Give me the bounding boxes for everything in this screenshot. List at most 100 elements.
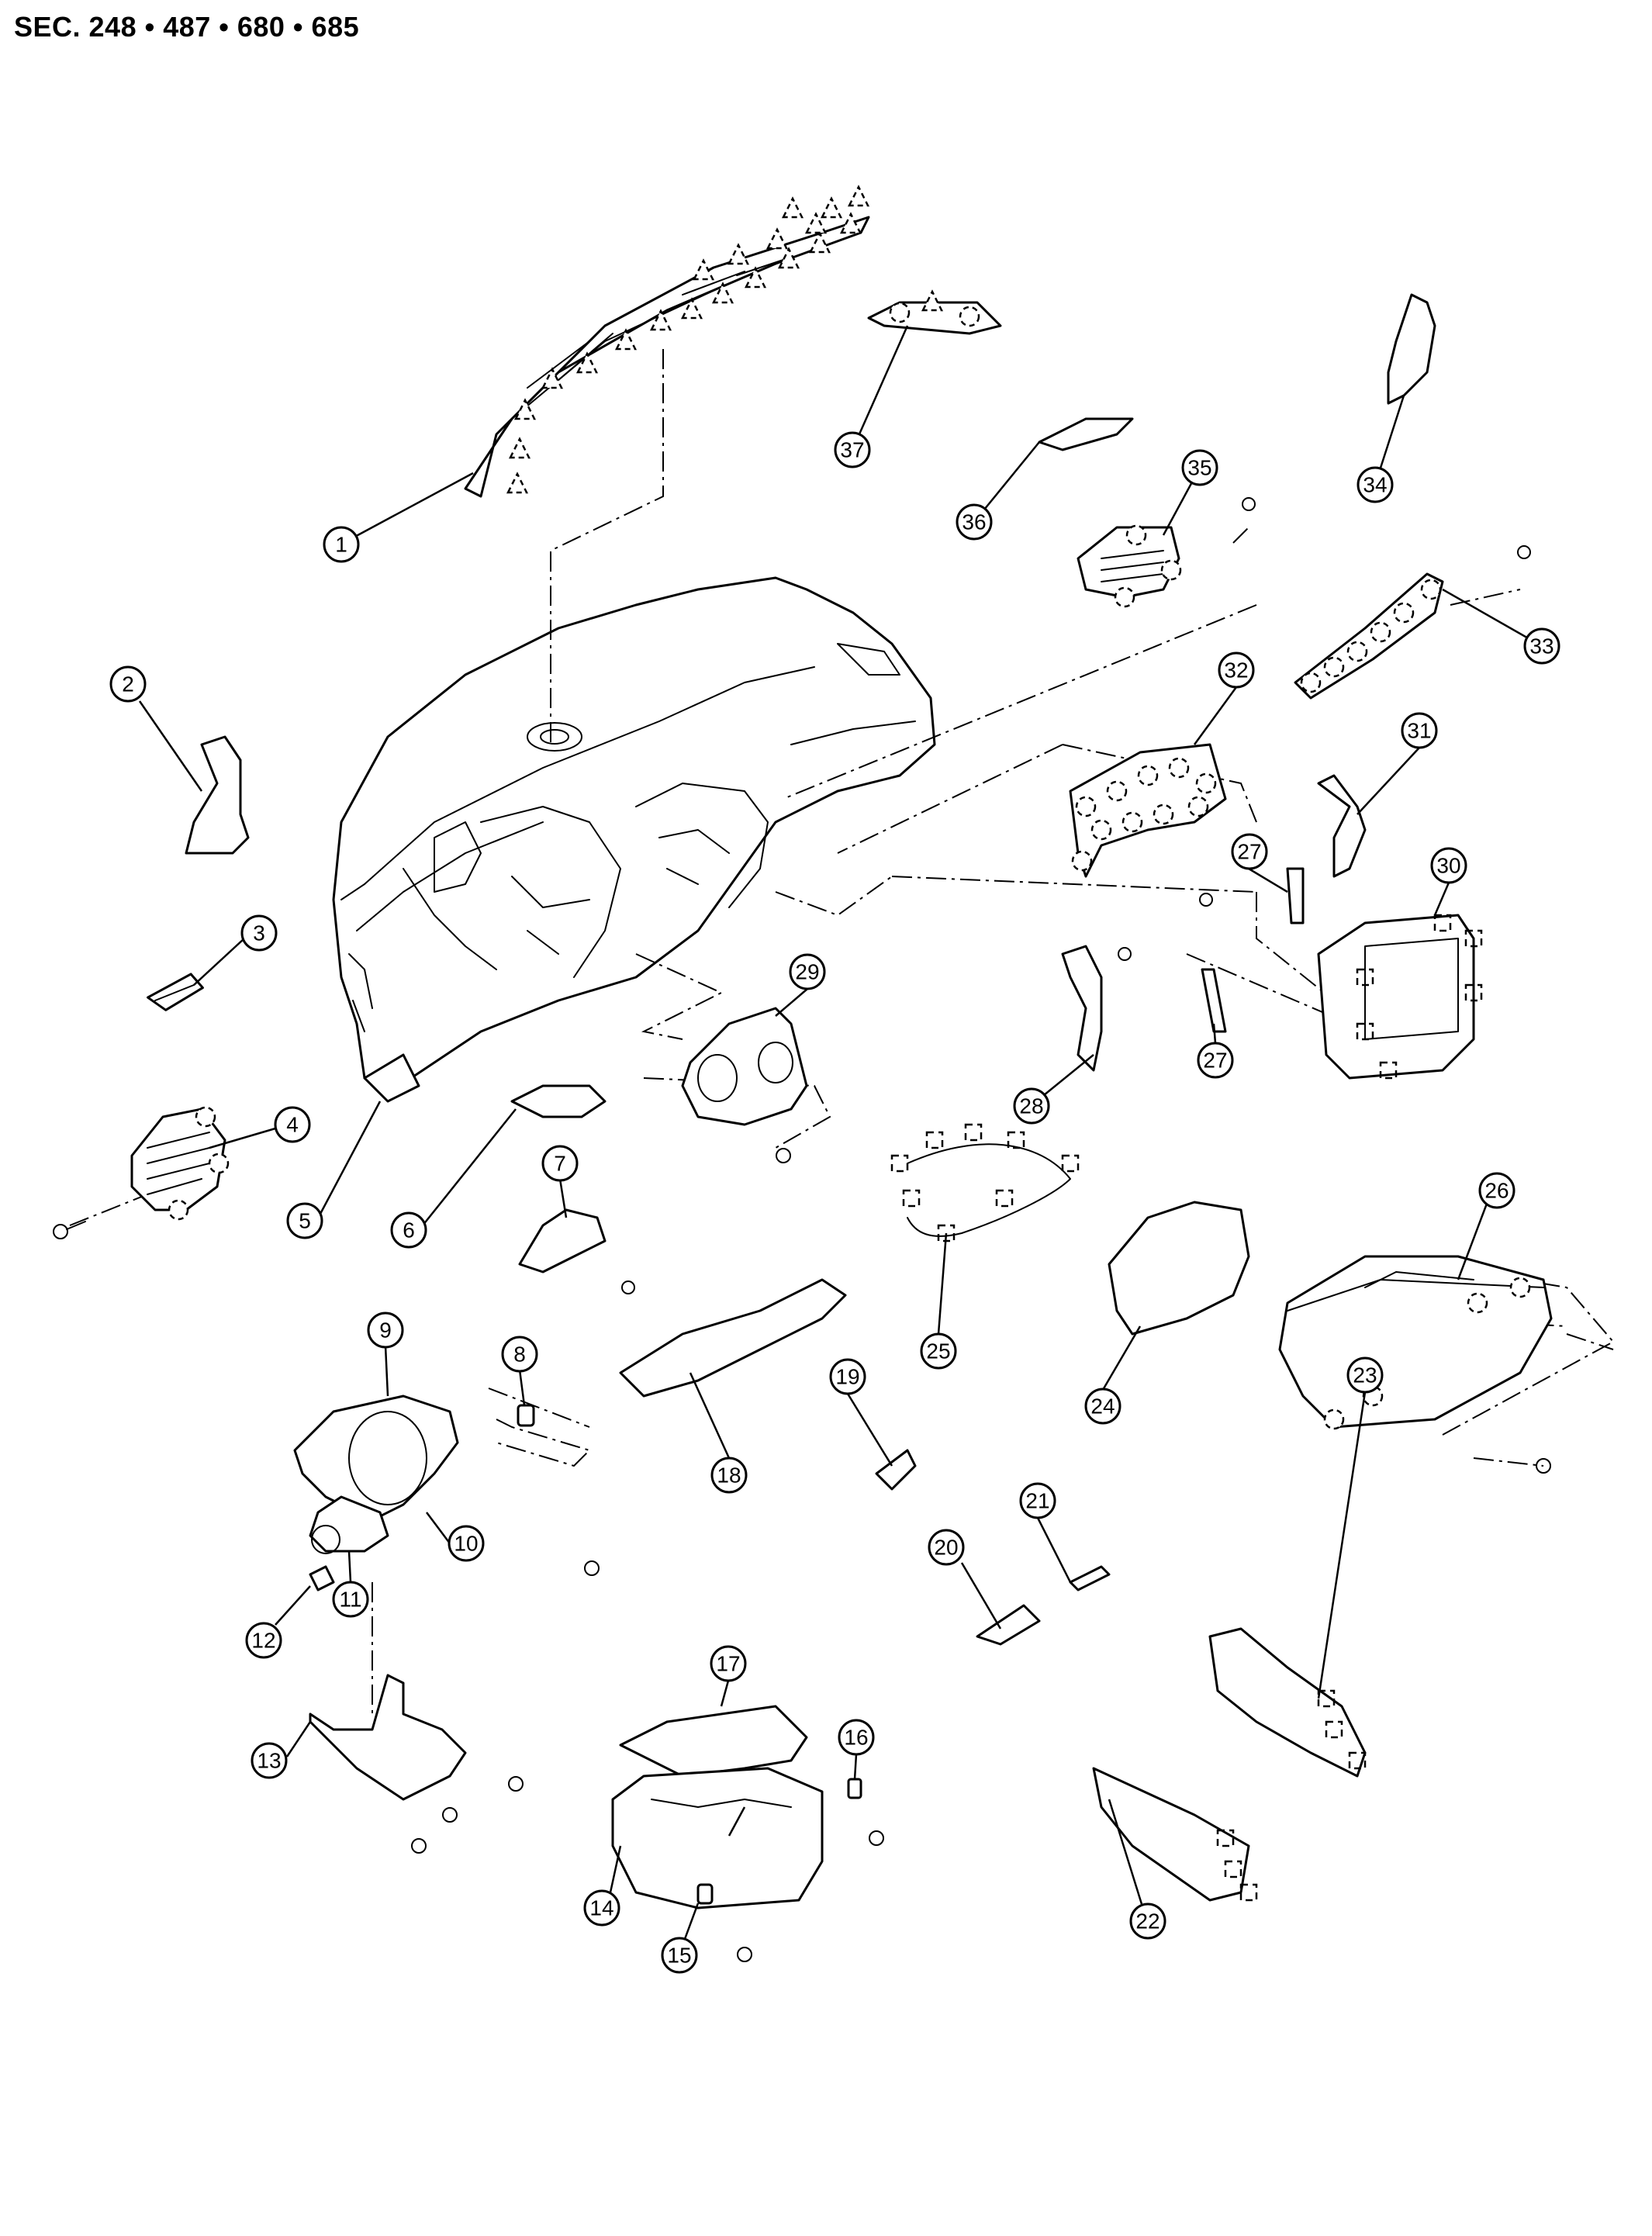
part-34-side-finisher: [1387, 293, 1436, 405]
part-16-clip: [847, 1778, 862, 1799]
callout-8: 8: [501, 1336, 538, 1373]
callout-36-label: 36: [962, 510, 986, 534]
callout-18-label: 18: [717, 1464, 741, 1488]
callout-19: 19: [829, 1358, 866, 1395]
part-14-17-column-covers: [611, 1705, 884, 1962]
part-35-center-ventilator: [1077, 497, 1256, 608]
callout-8-label: 8: [513, 1343, 526, 1367]
part-13-lower-column-cover: [309, 1674, 524, 1854]
callout-31: 31: [1401, 712, 1438, 749]
callout-27b-label: 27: [1203, 1049, 1227, 1073]
callout-37: 37: [834, 431, 871, 468]
callout-23: 23: [1346, 1356, 1384, 1394]
callout-23-label: 23: [1353, 1363, 1377, 1388]
callout-14-label: 14: [589, 1896, 613, 1920]
part-29-combination-meter: [681, 1007, 808, 1163]
part-3-side-vent: [147, 973, 204, 1011]
part-18-lower-panel: [619, 1278, 847, 1398]
callout-9: 9: [367, 1312, 404, 1349]
callout-3: 3: [240, 914, 278, 952]
part-28-bracket: [1061, 945, 1103, 1072]
callout-34-label: 34: [1363, 473, 1387, 497]
part-1-dash-top-trim: [464, 185, 870, 498]
callout-16-label: 16: [844, 1726, 868, 1750]
callout-29-label: 29: [795, 960, 819, 984]
callout-19-label: 19: [835, 1365, 859, 1389]
callout-18: 18: [710, 1457, 748, 1494]
callout-33-label: 33: [1529, 634, 1554, 658]
callout-1-label: 1: [335, 533, 347, 557]
part-32-center-cluster-bracket: [1069, 743, 1227, 878]
part-20-switch: [976, 1604, 1041, 1646]
callout-6: 6: [390, 1211, 427, 1249]
part-25-clip-set: [890, 1123, 1080, 1242]
section-code-title: SEC. 248 • 487 • 680 • 685: [14, 11, 360, 43]
part-31-bracket: [1317, 774, 1367, 878]
part-4-side-ventilator: [53, 1106, 230, 1239]
part-2-side-trim: [185, 735, 250, 855]
callout-35: 35: [1181, 449, 1218, 486]
callout-32-label: 32: [1224, 658, 1248, 683]
callout-31-label: 31: [1407, 719, 1431, 743]
callout-22-label: 22: [1135, 1909, 1160, 1934]
callout-22: 22: [1129, 1903, 1166, 1940]
part-27-brackets: [1118, 867, 1305, 1033]
callout-36: 36: [956, 503, 993, 541]
callout-2-label: 2: [122, 672, 134, 696]
callout-20: 20: [928, 1529, 965, 1566]
callout-21-label: 21: [1025, 1489, 1049, 1513]
callout-11-label: 11: [339, 1588, 361, 1612]
callout-16: 16: [838, 1719, 875, 1756]
part-5-side-bracket: [363, 1053, 420, 1103]
part-33-finisher-strip: [1294, 545, 1531, 700]
callout-20-label: 20: [934, 1536, 958, 1560]
callout-17: 17: [710, 1645, 747, 1682]
part-36-center-vent-grille: [1038, 417, 1134, 451]
callout-2: 2: [109, 665, 147, 703]
callout-37-label: 37: [840, 438, 864, 462]
callout-12-label: 12: [251, 1629, 275, 1653]
callout-34: 34: [1357, 466, 1394, 503]
callout-32: 32: [1218, 651, 1255, 689]
callout-7-label: 7: [554, 1152, 566, 1176]
part-8-clip: [517, 1404, 535, 1427]
callout-27a: 27: [1231, 833, 1268, 870]
callout-11: 11: [332, 1581, 369, 1618]
instrument-panel-assembly: [332, 576, 936, 1095]
part-7-cover: [518, 1208, 635, 1294]
part-23-glove-box-frame: [1208, 1627, 1367, 1778]
callout-15: 15: [661, 1937, 698, 1974]
callout-25-label: 25: [926, 1339, 950, 1363]
callout-24-label: 24: [1090, 1394, 1115, 1419]
callout-9-label: 9: [379, 1318, 392, 1343]
callout-4-label: 4: [286, 1113, 299, 1137]
part-6-bracket: [510, 1084, 607, 1118]
callout-5-label: 5: [299, 1209, 311, 1233]
callout-24: 24: [1084, 1388, 1121, 1425]
callout-10-label: 10: [454, 1532, 478, 1556]
callout-30: 30: [1430, 847, 1467, 884]
callout-leader-lines: [138, 325, 1543, 1940]
callout-7: 7: [541, 1145, 579, 1182]
callout-13: 13: [251, 1742, 288, 1779]
callout-30-label: 30: [1436, 854, 1460, 878]
part-22-side-cover: [1092, 1767, 1258, 1902]
callout-15-label: 15: [667, 1944, 691, 1968]
callout-27a-label: 27: [1237, 840, 1261, 864]
part-37-defroster-grille: [867, 289, 1002, 335]
callout-35-label: 35: [1187, 456, 1211, 480]
part-24-cluster-lid: [1108, 1201, 1250, 1336]
callout-33: 33: [1523, 627, 1560, 665]
part-30-audio-unit: [1317, 914, 1483, 1080]
callout-1: 1: [323, 526, 360, 563]
callout-6-label: 6: [403, 1218, 415, 1242]
callout-26: 26: [1478, 1172, 1515, 1209]
part-26-glove-box: [1278, 1255, 1553, 1474]
part-19-bracket: [875, 1449, 917, 1491]
part-9-10-11-column-cover: [293, 1394, 600, 1591]
callout-3-label: 3: [253, 921, 265, 945]
callout-28-label: 28: [1019, 1094, 1043, 1118]
callout-5: 5: [286, 1202, 323, 1239]
part-21-switch: [1069, 1565, 1111, 1591]
